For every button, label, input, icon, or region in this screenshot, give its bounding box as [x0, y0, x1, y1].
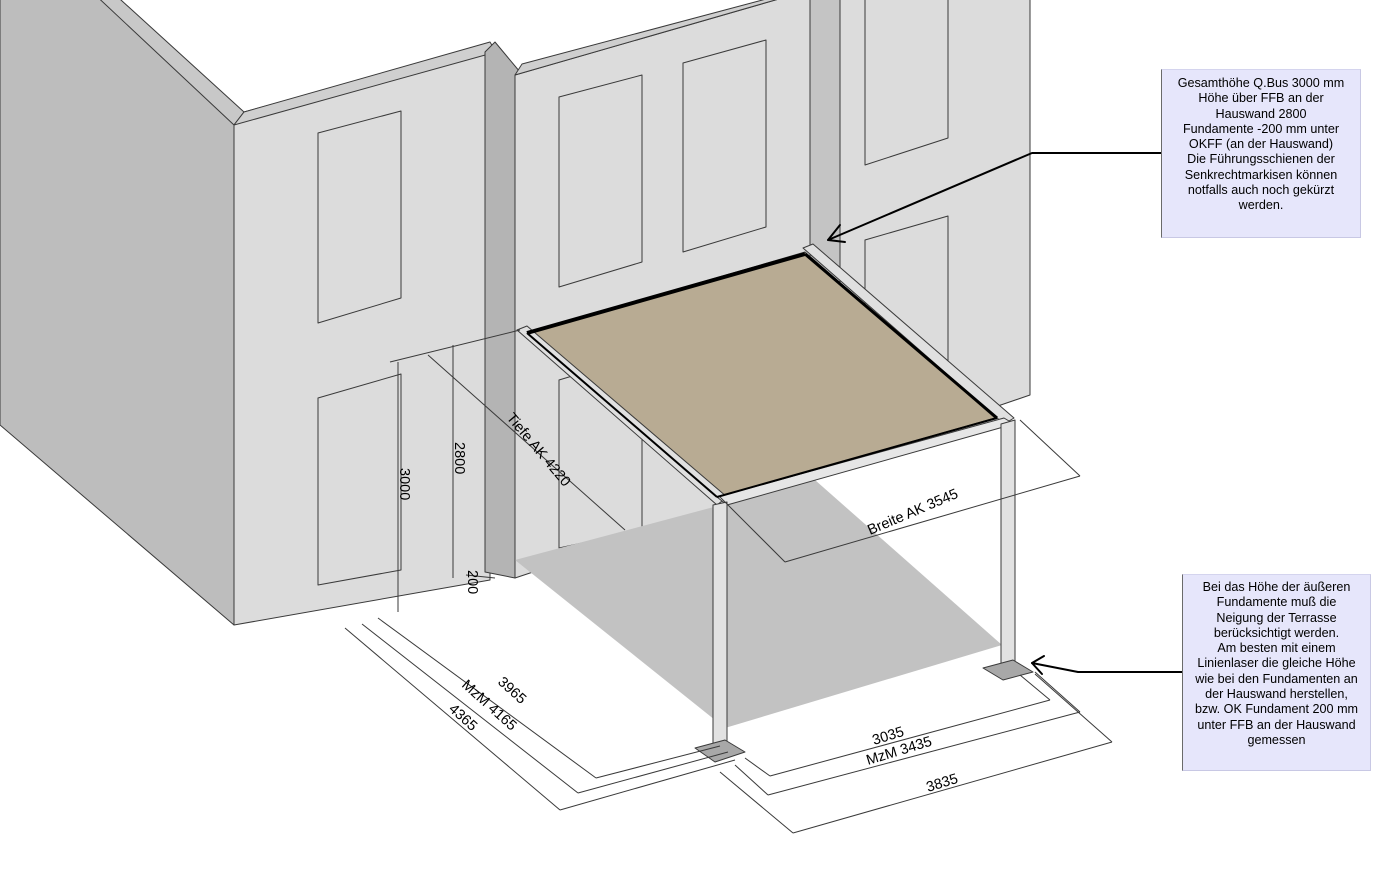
- note-bottom-line: wie bei den Fundamenten an: [1195, 671, 1358, 686]
- label-side-inner: 3965: [494, 674, 529, 707]
- window-left-upper: [317, 110, 402, 324]
- note-bottom-line: berücksichtigt werden.: [1213, 625, 1340, 640]
- note-bottom-line: Am besten mit einem: [1217, 641, 1336, 656]
- label-front-outer: 3835: [924, 771, 960, 796]
- window-middle-1: [558, 74, 643, 288]
- beam-back: [526, 252, 806, 335]
- note-top-line: notfalls auch noch gekürzt: [1187, 183, 1335, 198]
- arrow-top-head: [827, 224, 846, 243]
- post-front-right: [1000, 419, 1016, 673]
- beam-right-dark: [804, 252, 998, 420]
- note-top-line: Die Führungsschienen der: [1187, 152, 1335, 167]
- beam-left-dark: [526, 332, 718, 498]
- note-bottom-line: Neigung der Terrasse: [1216, 610, 1337, 625]
- window-middle-2: [682, 39, 767, 253]
- note-top-line: OKFF (an der Hauswand): [1188, 137, 1334, 152]
- arrow-bottom-head: [1031, 655, 1045, 675]
- note-top-line: werden.: [1238, 198, 1284, 213]
- door-left-lower: [317, 373, 402, 586]
- arrow-top-leader: [827, 152, 1162, 241]
- label-height-total: 3000: [396, 468, 412, 500]
- beam-front-dark: [716, 417, 998, 498]
- note-top-line: Gesamthöhe Q.Bus 3000 mm: [1177, 76, 1345, 90]
- note-bottom-line: unter FFB an der Hauswand: [1197, 717, 1356, 732]
- note-top-line: Senkrechtmarkisen können: [1184, 167, 1338, 182]
- note-bottom-line: Linienlaser die gleiche Höhe: [1197, 656, 1356, 671]
- foundation-right: [982, 659, 1034, 681]
- label-height-ffb: 2800: [451, 442, 467, 474]
- note-bottom-line: der Hauswand herstellen,: [1205, 687, 1348, 702]
- note-top-line: Höhe über FFB an der: [1198, 91, 1324, 106]
- ground-shadow: [515, 480, 1002, 728]
- note-bottom-line: bzw. OK Fundament 200 mm: [1194, 702, 1359, 717]
- note-foundation-height: Bei das Höhe der äußeren Fundamente muß …: [1182, 574, 1371, 771]
- note-top-line: Fundamente -200 mm unter: [1182, 121, 1340, 136]
- arrow-bottom-leader: [1031, 662, 1183, 673]
- roof-ridge-left: [233, 41, 497, 126]
- note-bottom-line: gemessen: [1247, 732, 1306, 747]
- callout-arrows: [827, 152, 1183, 675]
- note-bottom-line: Fundamente muß die: [1216, 595, 1337, 610]
- dimension-lines: [344, 329, 1113, 834]
- house-side-wall: [0, 0, 235, 626]
- label-width: Breite AK 3545: [865, 486, 960, 539]
- note-bottom-line: Bei das Höhe der äußeren: [1202, 580, 1351, 594]
- note-total-height: Gesamthöhe Q.Bus 3000 mm Höhe über FFB a…: [1161, 69, 1361, 238]
- note-top-line: Hauswand 2800: [1215, 106, 1307, 121]
- label-foundation: 200: [464, 570, 480, 594]
- roof-ridge-middle: [514, 0, 778, 76]
- window-right-upper: [864, 0, 949, 166]
- post-front-left: [712, 501, 728, 758]
